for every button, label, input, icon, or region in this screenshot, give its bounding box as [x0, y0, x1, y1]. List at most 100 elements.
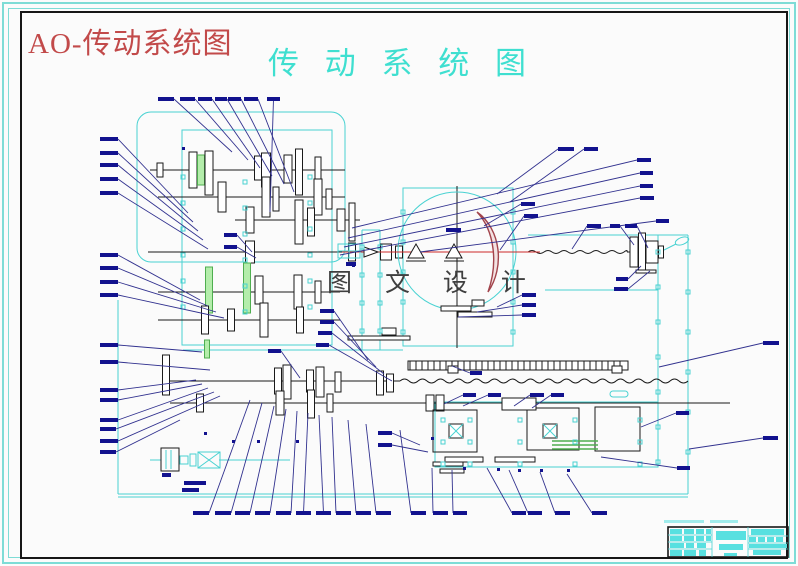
apron-internals — [160, 269, 657, 474]
leader-line — [451, 365, 471, 374]
part-tag — [182, 488, 199, 492]
gear — [254, 275, 264, 305]
bearing-mark — [655, 284, 661, 290]
part-tag — [592, 511, 607, 515]
leader-line — [496, 148, 559, 195]
bearing-mark — [307, 252, 313, 258]
part-tag — [524, 214, 538, 218]
leader-line — [194, 98, 249, 161]
part-tag — [640, 184, 653, 188]
bearing-mark — [400, 299, 406, 305]
linkage-bar-a — [440, 305, 472, 312]
leader-line — [476, 304, 523, 313]
bearing-mark — [242, 205, 248, 211]
leader-line — [117, 267, 209, 307]
leader-line — [499, 215, 525, 251]
leader-line — [331, 416, 337, 514]
bearing-mark — [467, 417, 473, 423]
linkage-bar-b — [457, 311, 493, 318]
bearing-mark — [242, 309, 248, 315]
green-gear — [197, 154, 205, 186]
part-tag — [453, 511, 467, 515]
part-tag — [521, 202, 535, 206]
bearing-mark — [180, 200, 186, 206]
part-tag — [318, 331, 332, 335]
leader-line — [257, 98, 295, 193]
gear — [313, 178, 323, 216]
leader-line — [117, 361, 211, 371]
lead-screw-wave — [399, 378, 689, 384]
part-tag — [356, 511, 371, 515]
leader-line — [290, 410, 298, 514]
leader-line — [173, 98, 233, 153]
gear — [217, 181, 227, 213]
rack-mount-left — [447, 365, 459, 374]
bearing-mark — [572, 461, 578, 467]
bearing-mark — [307, 200, 313, 206]
leader-line — [351, 159, 638, 229]
part-tag — [584, 147, 598, 151]
bearing-mark — [440, 439, 446, 445]
gear — [307, 207, 315, 237]
part-tag — [100, 191, 118, 195]
leader-line — [688, 437, 764, 450]
bearing-mark — [510, 269, 516, 275]
bearing-mark — [180, 278, 186, 284]
gear — [325, 188, 333, 210]
leader-line — [462, 394, 489, 407]
leader-line — [117, 281, 217, 313]
main-title: 传 动 系 统 图 — [268, 46, 535, 81]
gear — [336, 208, 346, 232]
gear — [294, 199, 304, 245]
part-tag — [587, 224, 601, 228]
bearing-mark — [517, 461, 523, 467]
bearing-mark — [307, 278, 313, 284]
apron-top-block — [501, 397, 537, 411]
part-tag — [528, 511, 542, 515]
part-tag — [316, 343, 329, 347]
bracket-capsule — [609, 390, 629, 398]
bearing-mark — [440, 461, 446, 467]
part-tag — [320, 320, 334, 324]
part-tag — [676, 411, 689, 415]
leader-line — [600, 456, 678, 469]
bearing-mark — [685, 369, 691, 375]
part-tag — [100, 439, 118, 443]
gear — [261, 176, 271, 218]
leader-line — [333, 321, 377, 368]
bearing-mark — [180, 252, 186, 258]
leader-line — [115, 419, 181, 453]
leader-line — [451, 469, 454, 514]
bearing-mark — [637, 461, 643, 467]
part-tag — [470, 371, 482, 375]
bearing-mark — [400, 329, 406, 335]
gear — [314, 280, 322, 304]
navy-dot — [463, 467, 466, 470]
leader-line — [269, 98, 274, 213]
leader-line — [419, 220, 657, 253]
bearing-mark — [685, 289, 691, 295]
crank-handle — [674, 236, 690, 246]
bearing-mark — [359, 300, 365, 306]
gear — [283, 154, 293, 184]
bearing-mark — [400, 209, 406, 215]
leader-line — [457, 314, 523, 318]
leader-line — [230, 402, 263, 514]
crescent-segment — [476, 211, 500, 293]
bearing-mark — [307, 226, 313, 232]
gear — [259, 302, 269, 338]
leader-line — [508, 469, 529, 514]
leader-line — [328, 344, 393, 382]
leader-line — [117, 192, 209, 250]
part-tag — [162, 473, 171, 477]
part-tag — [555, 511, 570, 515]
leader-line — [399, 429, 412, 514]
bearing-mark — [685, 449, 691, 455]
leader-line — [509, 148, 585, 203]
bearing-mark — [307, 174, 313, 180]
bearing-mark — [655, 319, 661, 325]
leader-line — [431, 467, 434, 514]
bench-boss — [381, 327, 397, 336]
part-tag — [614, 287, 628, 291]
